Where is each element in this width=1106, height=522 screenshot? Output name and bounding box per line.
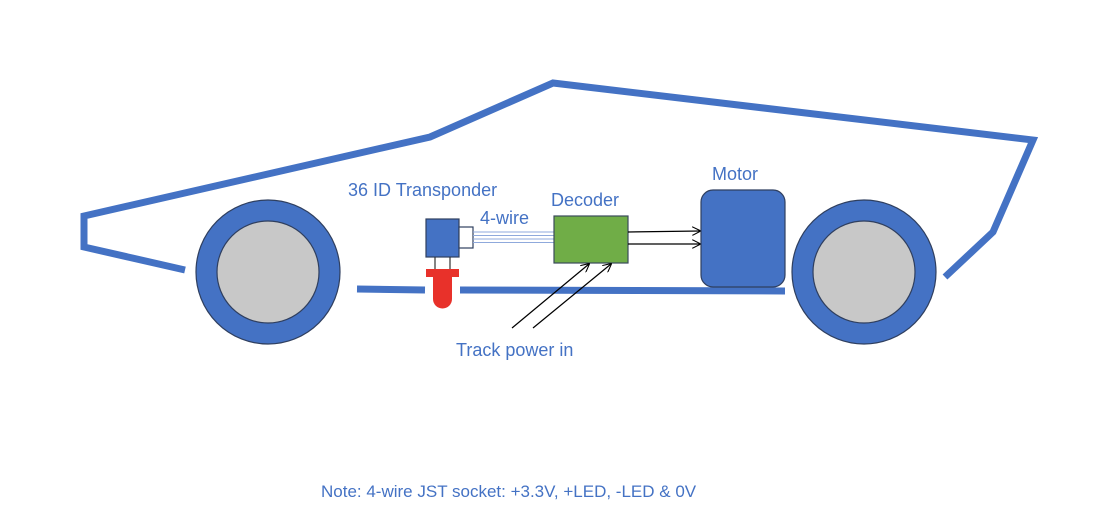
track-power-arrow-2 (532, 264, 611, 329)
chassis-floor-left (356, 285, 426, 294)
motor-box (700, 189, 786, 288)
four-wire-bundle (473, 231, 554, 243)
decoder-label: Decoder (551, 190, 619, 210)
track-power-label: Track power in (456, 340, 573, 360)
transponder-label: 36 ID Transponder (348, 180, 497, 200)
transponder-body (425, 218, 460, 258)
motor-label: Motor (712, 164, 758, 184)
decoder-box (553, 215, 629, 264)
car-body-roof-outline (80, 79, 1039, 280)
led-dome (433, 277, 452, 309)
rear-wheel-hub (812, 220, 916, 324)
track-power-arrow-1 (511, 264, 589, 329)
jst-socket (458, 226, 474, 249)
led-flange (426, 269, 459, 277)
rear-wheel (791, 199, 937, 345)
front-wheel (195, 199, 341, 345)
front-wheel-hub (216, 220, 320, 324)
transponder (425, 218, 474, 270)
chassis-floor-right (459, 286, 786, 295)
four-wire-label: 4-wire (480, 208, 529, 228)
decoder-motor-arrow-1 (627, 231, 700, 232)
note-text: Note: 4-wire JST socket: +3.3V, +LED, -L… (321, 482, 697, 501)
led (426, 269, 459, 309)
